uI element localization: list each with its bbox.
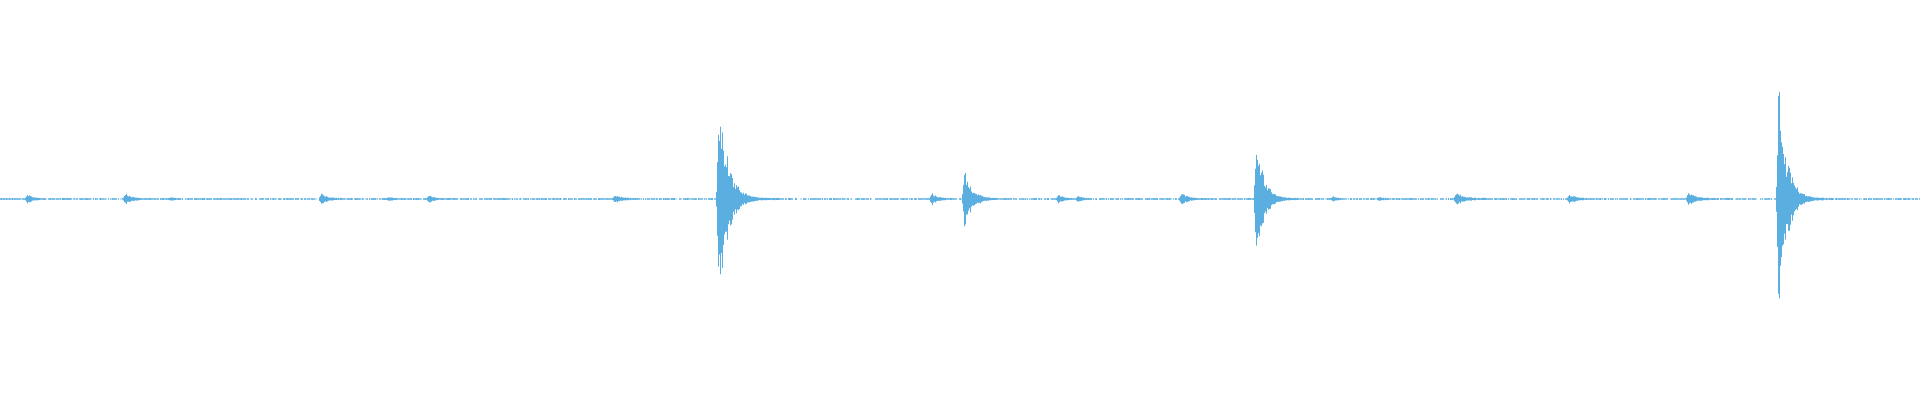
waveform-samples xyxy=(0,91,1920,299)
